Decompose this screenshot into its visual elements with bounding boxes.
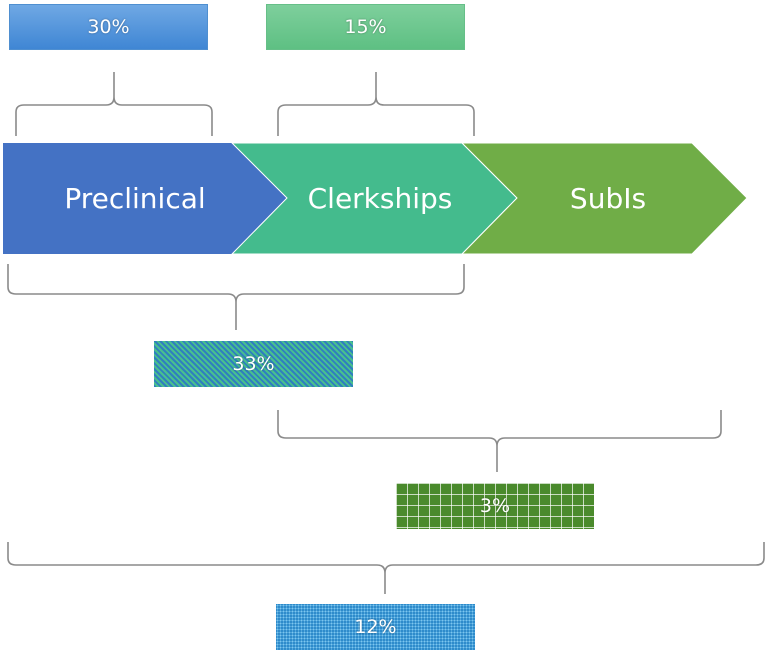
all-stages-percent: 12% [354, 616, 397, 638]
clerkships-percent: 15% [344, 16, 387, 38]
stage-preclinical-chevron [3, 143, 287, 254]
stage-subis-chevron [460, 142, 748, 255]
brace-preclinical [15, 72, 213, 136]
all-stages-percent-box: 12% [276, 604, 475, 650]
clerkships-subis-percent-box: 3% [396, 483, 594, 529]
preclinical-clerkships-percent: 33% [232, 353, 275, 375]
clerkships-percent-box: 15% [266, 4, 465, 50]
stage-preclinical-label: Preclinical [64, 182, 205, 215]
brace-all-stages [7, 542, 765, 594]
preclinical-percent-box: 30% [9, 4, 208, 50]
brace-preclinical-clerkships [7, 264, 465, 330]
preclinical-clerkships-percent-box: 33% [154, 341, 353, 387]
brace-clerkships [277, 72, 475, 136]
clerkships-subis-percent: 3% [479, 495, 511, 517]
stage-clerkships-label: Clerkships [308, 182, 453, 215]
brace-clerkships-subis [277, 410, 722, 472]
stage-subis-label: SubIs [570, 182, 646, 215]
preclinical-percent: 30% [87, 16, 130, 38]
